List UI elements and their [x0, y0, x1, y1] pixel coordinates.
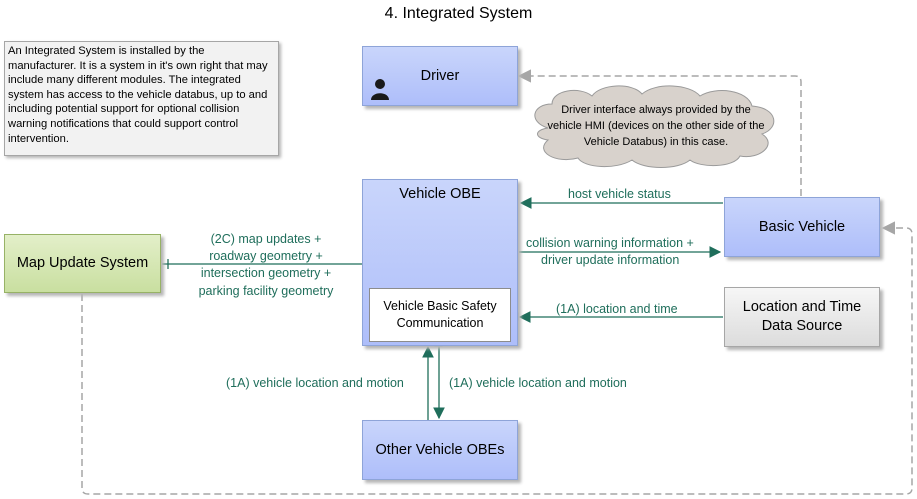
location-time-node[interactable]: Location and Time Data Source [724, 287, 880, 347]
map-update-label: Map Update System [16, 255, 149, 271]
vehicle-obe-label: Vehicle OBE [399, 186, 481, 202]
dashed-driver-link [517, 69, 802, 196]
basic-vehicle-label: Basic Vehicle [758, 218, 846, 235]
collision-label-1: collision warning information + [526, 236, 694, 250]
map-flow-label-3: intersection geometry + [200, 266, 332, 280]
map-flow-label-1: (2C) map updates + [210, 232, 322, 246]
dashed-databus-link [81, 221, 913, 495]
map-flow-label-2: roadway geometry + [209, 249, 323, 263]
collision-label-2: driver update information [541, 253, 680, 267]
driver-label: Driver [420, 67, 460, 84]
other-obes-label: Other Vehicle OBEs [375, 441, 505, 458]
v2v-left-label: (1A) vehicle location and motion [226, 376, 404, 390]
other-obes-node[interactable]: Other Vehicle OBEs [362, 420, 518, 480]
v2v-right-label: (1A) vehicle location and motion [449, 376, 627, 390]
cloud-text: Driver interface always provided by the … [547, 104, 765, 148]
hmi-cloud [534, 85, 775, 168]
diagram-title: 4. Integrated System [384, 5, 533, 22]
map-flow-label-4: parking facility geometry [198, 284, 334, 298]
vbsc-label: Vehicle Basic Safety Communication [383, 299, 497, 330]
description-note: An Integrated System is installed by the… [4, 41, 279, 156]
person-icon [371, 79, 389, 100]
host-status-label: host vehicle status [568, 187, 671, 201]
driver-node[interactable]: Driver [362, 46, 518, 106]
basic-vehicle-node[interactable]: Basic Vehicle [724, 197, 880, 257]
location-time-label: Location and Time Data Source [742, 299, 862, 334]
map-update-node[interactable]: Map Update System [4, 234, 161, 293]
location-time-flow-label: (1A) location and time [556, 302, 678, 316]
vbsc-node[interactable]: Vehicle Basic Safety Communication [369, 288, 511, 342]
